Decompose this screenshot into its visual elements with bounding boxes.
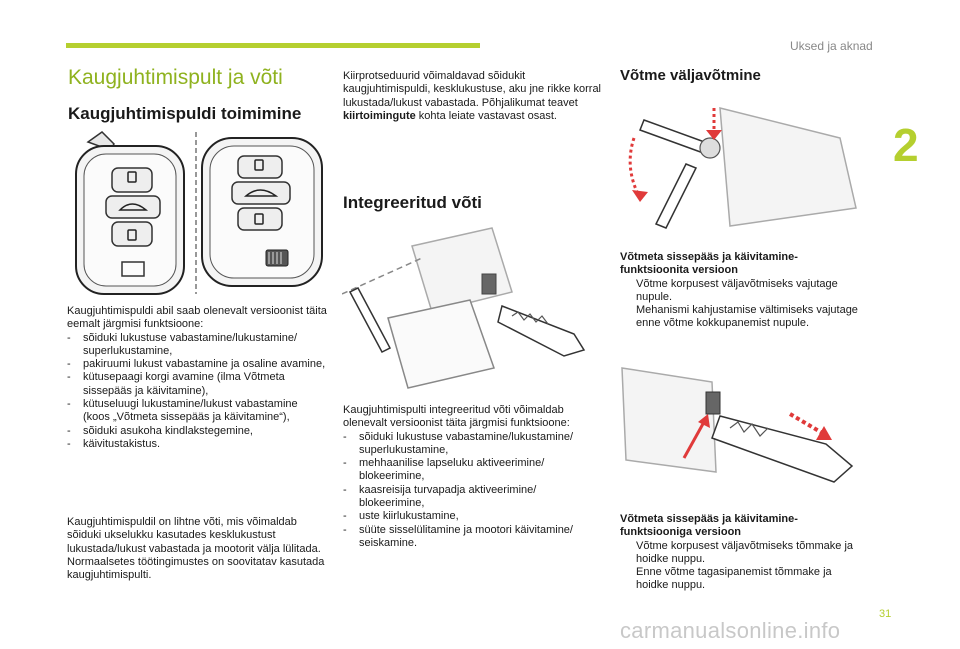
watermark: carmanualsonline.info	[620, 618, 841, 643]
removal-block-keyless-title: Võtmeta sissepääs ja käivitamine-funktsi…	[620, 513, 798, 539]
quick-procedures-paragraph: Kiirprotseduurid võimaldavad sõidukit ka…	[343, 70, 602, 122]
remote-key-left-icon	[75, 131, 185, 295]
quick-actions-link-text: kiirtoimingute	[343, 109, 416, 122]
removal-block-keyless: Võtmeta sissepääs ja käivitamine-funktsi…	[620, 513, 860, 593]
integrated-key-functions-block: Kaugjuhtimispulti integreeritud võti või…	[343, 404, 601, 550]
remote-functions-block: Kaugjuhtimispuldi abil saab olenevalt ve…	[67, 305, 327, 451]
list-item: -sõiduki asukoha kindlakstegemine,	[67, 424, 253, 437]
list-item: Võtme korpusest väljavõtmiseks tõmmake j…	[636, 539, 854, 565]
integrated-key-front-icon	[348, 287, 586, 389]
page-number: 31	[879, 608, 892, 620]
removal-block-no-keyless-title: Võtmeta sissepääs ja käivitamine-funktsi…	[620, 251, 798, 277]
header-accent-bar	[66, 43, 480, 48]
section-title-key-removal: Võtme väljavõtmine	[620, 67, 761, 84]
list-item: -sõiduki lukustuse vabastamine/lukustami…	[67, 331, 298, 357]
key-removal-illustration-1	[620, 98, 864, 238]
key-removal-illustration-2	[620, 362, 864, 507]
list-item: -sõiduki lukustuse vabastamine/lukustami…	[343, 430, 574, 456]
removal-block-no-keyless: Võtmeta sissepääs ja käivitamine-funktsi…	[620, 251, 860, 331]
list-item: Enne võtme tagasipanemist tõmmake ja hoi…	[636, 566, 832, 592]
section-title-integrated-key: Integreeritud võti	[343, 193, 482, 212]
integrated-key-intro: Kaugjuhtimispulti integreeritud võti või…	[343, 404, 570, 430]
integrated-key-illustration	[341, 222, 604, 397]
remote-functions-list: -sõiduki lukustuse vabastamine/lukustami…	[67, 332, 327, 452]
page-title: Kaugjuhtimispult ja võti	[68, 66, 283, 89]
removal-block-keyless-list: Võtme korpusest väljavõtmiseks tõmmake j…	[620, 540, 860, 593]
paragraph-line: Kaugjuhtimispuldil on lihtne võti, mis v…	[67, 516, 321, 555]
list-item: -pakiruumi lukust vabastamine ja osaline…	[67, 358, 326, 371]
list-item: -kütusepaagi korgi avamine (ilma Võtmeta…	[67, 371, 285, 397]
remote-key-right-icon	[201, 137, 323, 287]
integrated-key-back-icon	[411, 227, 513, 313]
list-item: -kütuseluugi lukustamine/lukust vabastam…	[67, 398, 298, 424]
paragraph-line: Normaalsetes töötingimustes on soovitata…	[67, 555, 325, 582]
red-arrow-icon	[632, 190, 648, 202]
section-title-remote-operation: Kaugjuhtimispuldi toimimine	[68, 104, 302, 123]
remote-key-illustration	[66, 128, 328, 298]
list-item: Mehanismi kahjustamise vältimiseks vajut…	[636, 304, 858, 330]
red-arrow-icon	[816, 426, 832, 440]
list-item: Võtme korpusest väljavõtmiseks vajutage …	[636, 277, 838, 303]
list-item: -käivitustakistus.	[67, 437, 161, 450]
simple-key-paragraph: Kaugjuhtimispuldil on lihtne võti, mis v…	[67, 516, 329, 582]
chapter-number: 2	[893, 119, 919, 171]
list-item: -uste kiirlukustamine,	[343, 510, 459, 523]
removal-block-no-keyless-list: Võtme korpusest väljavõtmiseks vajutage …	[620, 278, 860, 331]
remote-intro: Kaugjuhtimispuldi abil saab olenevalt ve…	[67, 305, 327, 331]
list-item: -mehhaanilise lapseluku aktiveerimine/ b…	[343, 457, 545, 483]
integrated-key-functions-list: -sõiduki lukustuse vabastamine/lukustami…	[343, 431, 601, 551]
list-item: -kaasreisija turvapadja aktiveerimine/ b…	[343, 483, 537, 510]
chapter-title: Uksed ja aknad	[790, 39, 873, 53]
list-item: -süüte sisselülitamine ja mootori käivit…	[343, 523, 573, 549]
